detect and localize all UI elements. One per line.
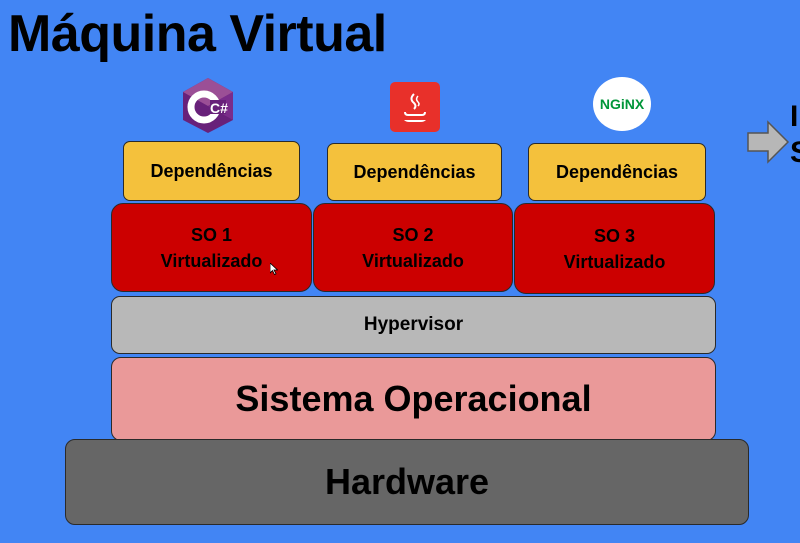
so-box-3: SO 3 Virtualizado	[514, 203, 715, 294]
nginx-icon-label: NGiNX	[600, 96, 645, 112]
so-box-3-subtitle: Virtualizado	[563, 251, 666, 272]
so-box-3-title: SO 3	[593, 225, 636, 246]
sistema-operacional-box: Sistema Operacional	[111, 357, 716, 441]
so-box-2-subtitle: Virtualizado	[362, 250, 464, 271]
page-title: Máquina Virtual	[8, 5, 387, 63]
dependencias-box-2: Dependências	[327, 143, 502, 201]
java-icon	[390, 82, 440, 132]
dependencias-box-1: Dependências	[123, 141, 300, 201]
hardware-box: Hardware	[65, 439, 749, 525]
mouse-cursor-icon	[269, 262, 279, 280]
so-box-1: SO 1 Virtualizado	[111, 203, 312, 292]
dependencias-box-3: Dependências	[528, 143, 706, 201]
so-box-2-title: SO 2	[392, 224, 434, 245]
so-box-1-title: SO 1	[190, 224, 233, 245]
cut-off-text-line2: S	[790, 136, 800, 170]
so-box-2: SO 2 Virtualizado	[313, 203, 513, 292]
csharp-icon: C#	[180, 76, 236, 134]
csharp-icon-label: C#	[210, 100, 228, 116]
so-box-1-subtitle: Virtualizado	[160, 250, 263, 271]
cut-off-text-line1: I	[790, 100, 799, 133]
hypervisor-box: Hypervisor	[111, 296, 716, 354]
nginx-icon: NGiNX	[592, 76, 652, 132]
arrow-right-icon	[746, 120, 790, 164]
